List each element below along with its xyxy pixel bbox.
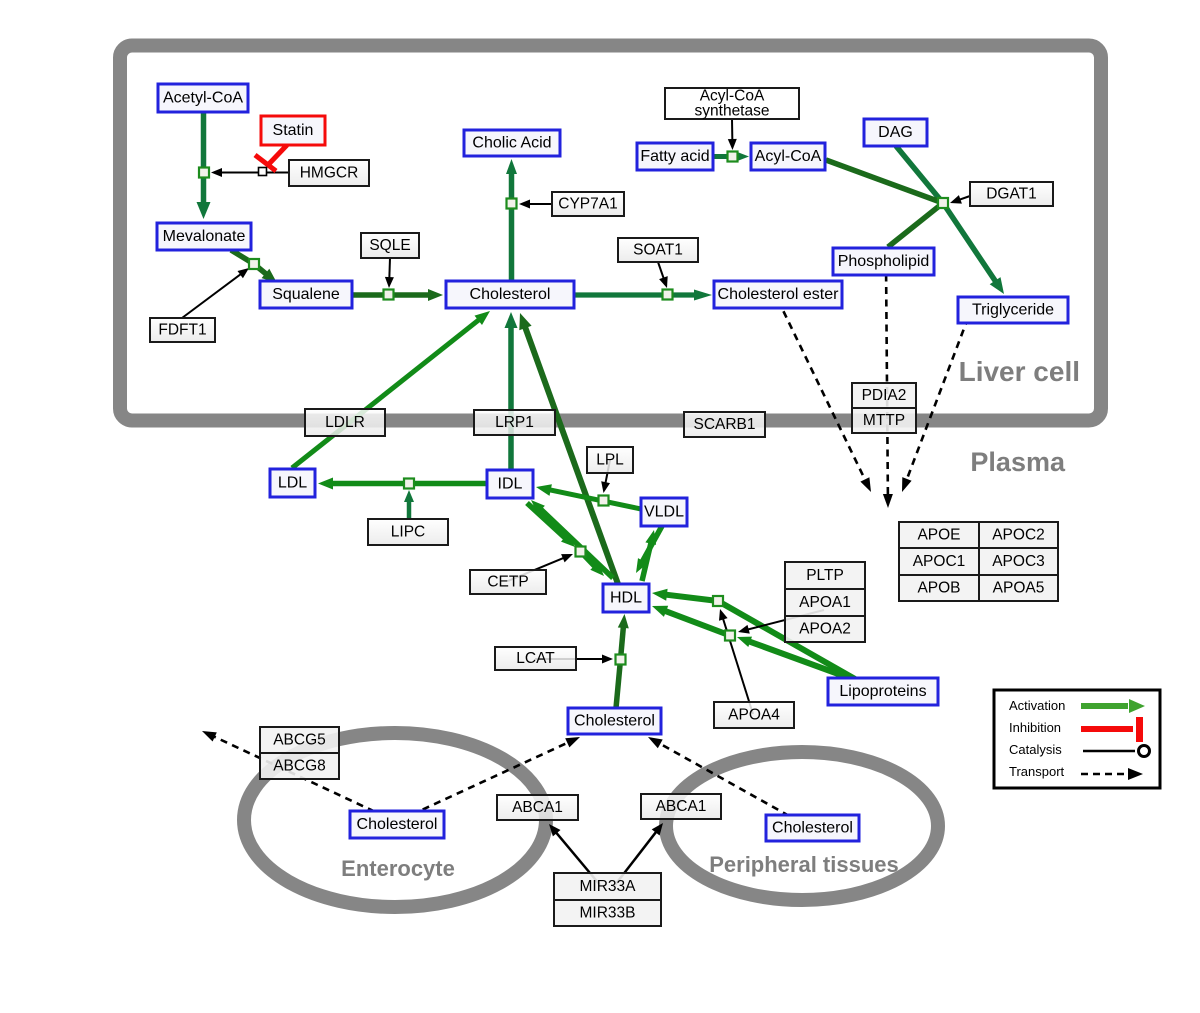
svg-text:APOB: APOB xyxy=(917,580,960,597)
svg-text:ABCG5: ABCG5 xyxy=(273,732,326,749)
svg-text:Cholesterol: Cholesterol xyxy=(470,286,551,303)
svg-text:Statin: Statin xyxy=(273,122,314,139)
svg-text:LRP1: LRP1 xyxy=(495,414,534,431)
svg-text:CETP: CETP xyxy=(487,574,528,591)
svg-text:Cholesterol: Cholesterol xyxy=(772,820,853,837)
svg-text:Acyl-CoA: Acyl-CoA xyxy=(755,148,822,165)
svg-text:ABCG8: ABCG8 xyxy=(273,758,326,775)
svg-text:PLTP: PLTP xyxy=(806,567,844,584)
svg-text:Mevalonate: Mevalonate xyxy=(163,228,246,245)
svg-text:LIPC: LIPC xyxy=(391,524,425,541)
svg-text:Activation: Activation xyxy=(1009,698,1065,713)
svg-text:APOA2: APOA2 xyxy=(799,621,851,638)
svg-text:FDFT1: FDFT1 xyxy=(158,322,206,339)
svg-text:APOC2: APOC2 xyxy=(992,527,1045,544)
svg-text:Transport: Transport xyxy=(1009,764,1065,779)
svg-text:Liver cell: Liver cell xyxy=(959,356,1080,387)
svg-text:SQLE: SQLE xyxy=(369,237,410,254)
svg-text:Enterocyte: Enterocyte xyxy=(341,856,455,881)
svg-text:SOAT1: SOAT1 xyxy=(633,242,683,259)
svg-text:LPL: LPL xyxy=(596,452,624,469)
svg-text:DAG: DAG xyxy=(878,124,913,141)
svg-text:Triglyceride: Triglyceride xyxy=(972,302,1054,319)
svg-text:LDL: LDL xyxy=(278,475,307,492)
svg-text:Inhibition: Inhibition xyxy=(1009,720,1061,735)
svg-text:Acetyl-CoA: Acetyl-CoA xyxy=(163,90,243,107)
svg-text:synthetase: synthetase xyxy=(695,103,770,120)
svg-text:HDL: HDL xyxy=(610,590,642,607)
svg-text:MIR33B: MIR33B xyxy=(580,905,636,922)
svg-text:Lipoproteins: Lipoproteins xyxy=(839,683,926,700)
svg-text:CYP7A1: CYP7A1 xyxy=(558,196,617,213)
svg-text:SCARB1: SCARB1 xyxy=(693,416,755,433)
svg-text:PDIA2: PDIA2 xyxy=(862,387,907,404)
svg-text:Cholesterol ester: Cholesterol ester xyxy=(718,286,840,303)
svg-text:Plasma: Plasma xyxy=(970,447,1066,477)
svg-text:LCAT: LCAT xyxy=(516,650,555,667)
svg-text:Acyl-CoA: Acyl-CoA xyxy=(700,88,765,105)
svg-text:Cholic Acid: Cholic Acid xyxy=(472,135,551,152)
svg-text:DGAT1: DGAT1 xyxy=(986,186,1037,203)
svg-text:Peripheral tissues: Peripheral tissues xyxy=(709,852,899,877)
svg-text:Cholesterol: Cholesterol xyxy=(574,713,655,730)
svg-text:APOE: APOE xyxy=(917,527,960,544)
svg-text:IDL: IDL xyxy=(498,476,523,493)
svg-text:APOA4: APOA4 xyxy=(728,707,780,724)
svg-text:APOA1: APOA1 xyxy=(799,594,851,611)
svg-text:MTTP: MTTP xyxy=(863,412,905,429)
svg-text:Phospholipid: Phospholipid xyxy=(838,253,930,270)
svg-text:ABCA1: ABCA1 xyxy=(656,798,707,815)
svg-text:ABCA1: ABCA1 xyxy=(512,799,563,816)
svg-text:VLDL: VLDL xyxy=(644,504,684,521)
svg-text:Fatty acid: Fatty acid xyxy=(640,148,709,165)
svg-text:Catalysis: Catalysis xyxy=(1009,742,1062,757)
svg-text:APOC1: APOC1 xyxy=(913,553,966,570)
svg-text:MIR33A: MIR33A xyxy=(580,878,637,895)
svg-text:Squalene: Squalene xyxy=(272,286,340,303)
svg-text:Cholesterol: Cholesterol xyxy=(357,816,438,833)
svg-text:APOC3: APOC3 xyxy=(992,553,1045,570)
svg-text:APOA5: APOA5 xyxy=(993,580,1045,597)
svg-text:LDLR: LDLR xyxy=(325,414,365,431)
svg-text:HMGCR: HMGCR xyxy=(300,165,359,182)
